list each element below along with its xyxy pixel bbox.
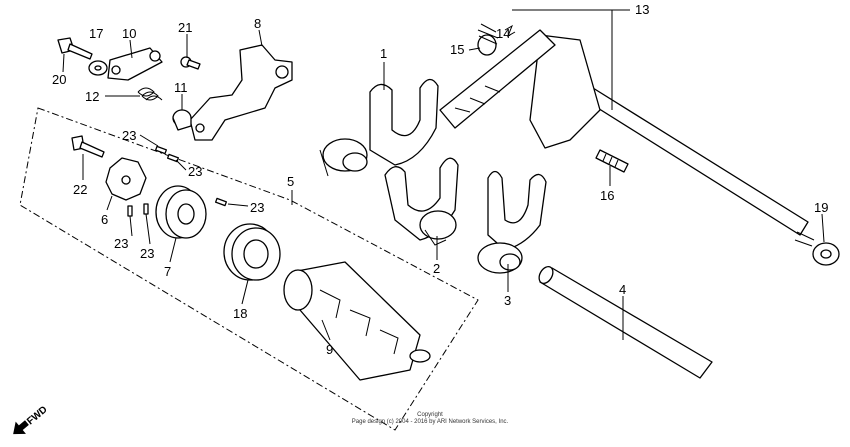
callout-23-c: 23	[114, 236, 128, 251]
part-return-spring[interactable]	[137, 87, 163, 101]
callout-11: 11	[174, 80, 188, 95]
callout-21: 21	[178, 20, 192, 35]
copyright-line-2: Page design (c) 2004 - 2016 by ARI Netwo…	[351, 419, 509, 425]
part-shift-spindle[interactable]	[439, 29, 809, 236]
callout-7: 7	[164, 264, 171, 279]
part-bolt-22[interactable]	[71, 135, 105, 158]
callout-16: 16	[600, 188, 614, 203]
part-shift-drum[interactable]	[283, 261, 431, 381]
part-cam-plate[interactable]	[155, 185, 207, 239]
callout-10: 10	[122, 26, 136, 41]
part-bolt-20[interactable]	[57, 37, 93, 60]
callout-23-d: 23	[140, 246, 154, 261]
callout-1: 1	[380, 46, 387, 61]
callout-15: 15	[450, 42, 464, 57]
callout-5: 5	[287, 174, 294, 189]
callout-6: 6	[101, 212, 108, 227]
part-oil-seal[interactable]	[794, 231, 840, 266]
part-collar[interactable]	[172, 109, 192, 131]
callout-23-e: 23	[250, 200, 264, 215]
callout-23-a: 23	[122, 128, 136, 143]
callouts: 1 2 3 4 5 6 7 8 9 10 11 12 13 14 15 16 1…	[52, 2, 828, 357]
callout-19: 19	[814, 200, 828, 215]
callout-4: 4	[619, 282, 626, 297]
callout-14: 14	[496, 26, 510, 41]
callout-12: 12	[85, 89, 99, 104]
part-spring-collar[interactable]	[477, 23, 516, 56]
callout-20: 20	[52, 72, 66, 87]
part-washer[interactable]	[88, 60, 108, 76]
leader-lines	[62, 9, 825, 341]
fwd-arrow-icon: FWD	[13, 404, 50, 435]
part-bolt-21[interactable]	[180, 56, 201, 70]
fwd-label: FWD	[25, 404, 50, 427]
callout-8: 8	[254, 16, 261, 31]
part-bearing[interactable]	[223, 223, 281, 281]
fwd-indicator: FWD	[6, 398, 54, 447]
callout-13: 13	[635, 2, 649, 17]
callout-2: 2	[433, 261, 440, 276]
assembly-boundary	[19, 107, 479, 431]
part-shift-fork-3[interactable]	[477, 170, 547, 274]
callout-18: 18	[233, 306, 247, 321]
part-shift-fork-1[interactable]	[319, 78, 439, 177]
part-stopper-arm[interactable]	[189, 44, 293, 141]
copyright-line-1: Copyright	[417, 412, 443, 418]
part-drum-plate[interactable]	[105, 157, 147, 201]
callout-22: 22	[73, 182, 87, 197]
part-pin[interactable]	[595, 149, 629, 173]
callout-17: 17	[89, 26, 103, 41]
part-stopper-plate[interactable]	[107, 47, 163, 81]
part-shift-fork-2[interactable]	[384, 157, 459, 246]
callout-23-b: 23	[188, 164, 202, 179]
part-shift-rod[interactable]	[536, 264, 713, 379]
part-dowel-pins[interactable]	[127, 145, 228, 217]
callout-3: 3	[504, 293, 511, 308]
copyright-notice: Copyright Page design (c) 2004 - 2016 by…	[330, 412, 530, 426]
callout-9: 9	[326, 342, 333, 357]
